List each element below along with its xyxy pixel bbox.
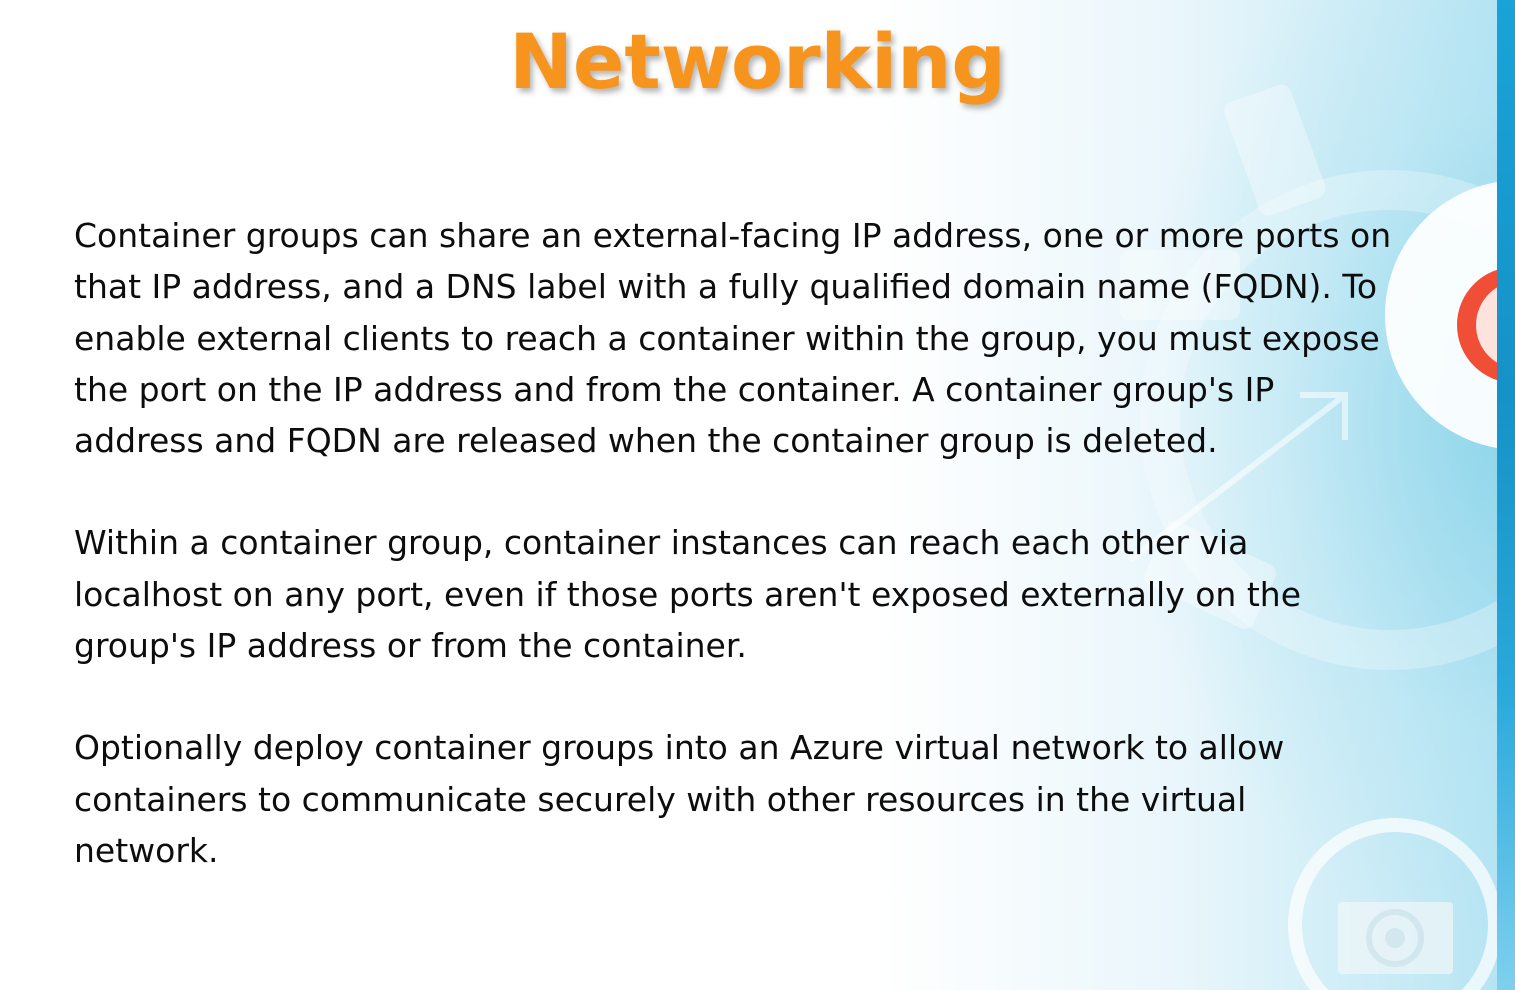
camera-icon: [1338, 902, 1453, 974]
text-line: Optionally deploy container groups into …: [74, 728, 1285, 768]
text-line: address and FQDN are released when the c…: [74, 421, 1218, 461]
text-line: the port on the IP address and from the …: [74, 369, 1275, 409]
paragraph-public-ip: Container groups can share an external-f…: [74, 210, 1454, 466]
text-line: that IP address, and a DNS label with a …: [74, 267, 1378, 307]
paragraph-localhost: Within a container group, container inst…: [74, 517, 1454, 671]
text-line: group's IP address or from the container…: [74, 626, 747, 666]
text-line: Within a container group, container inst…: [74, 523, 1249, 563]
text-line: containers to communicate securely with …: [74, 779, 1247, 819]
slide-title: Networking: [509, 17, 1006, 106]
ring-decoration: [1288, 818, 1502, 990]
arrow-icon: [1128, 392, 1348, 563]
right-accent-strip: [1497, 0, 1515, 990]
text-line: enable external clients to reach a conta…: [74, 318, 1380, 358]
text-line: localhost on any port, even if those por…: [74, 574, 1301, 614]
gear-icon: [1140, 170, 1515, 670]
gear-icon: [1120, 84, 1326, 629]
slide-body: Container groups can share an external-f…: [74, 210, 1454, 927]
text-line: network.: [74, 830, 219, 870]
paragraph-virtual-network: Optionally deploy container groups into …: [74, 722, 1454, 876]
text-line: Container groups can share an external-f…: [74, 216, 1392, 255]
